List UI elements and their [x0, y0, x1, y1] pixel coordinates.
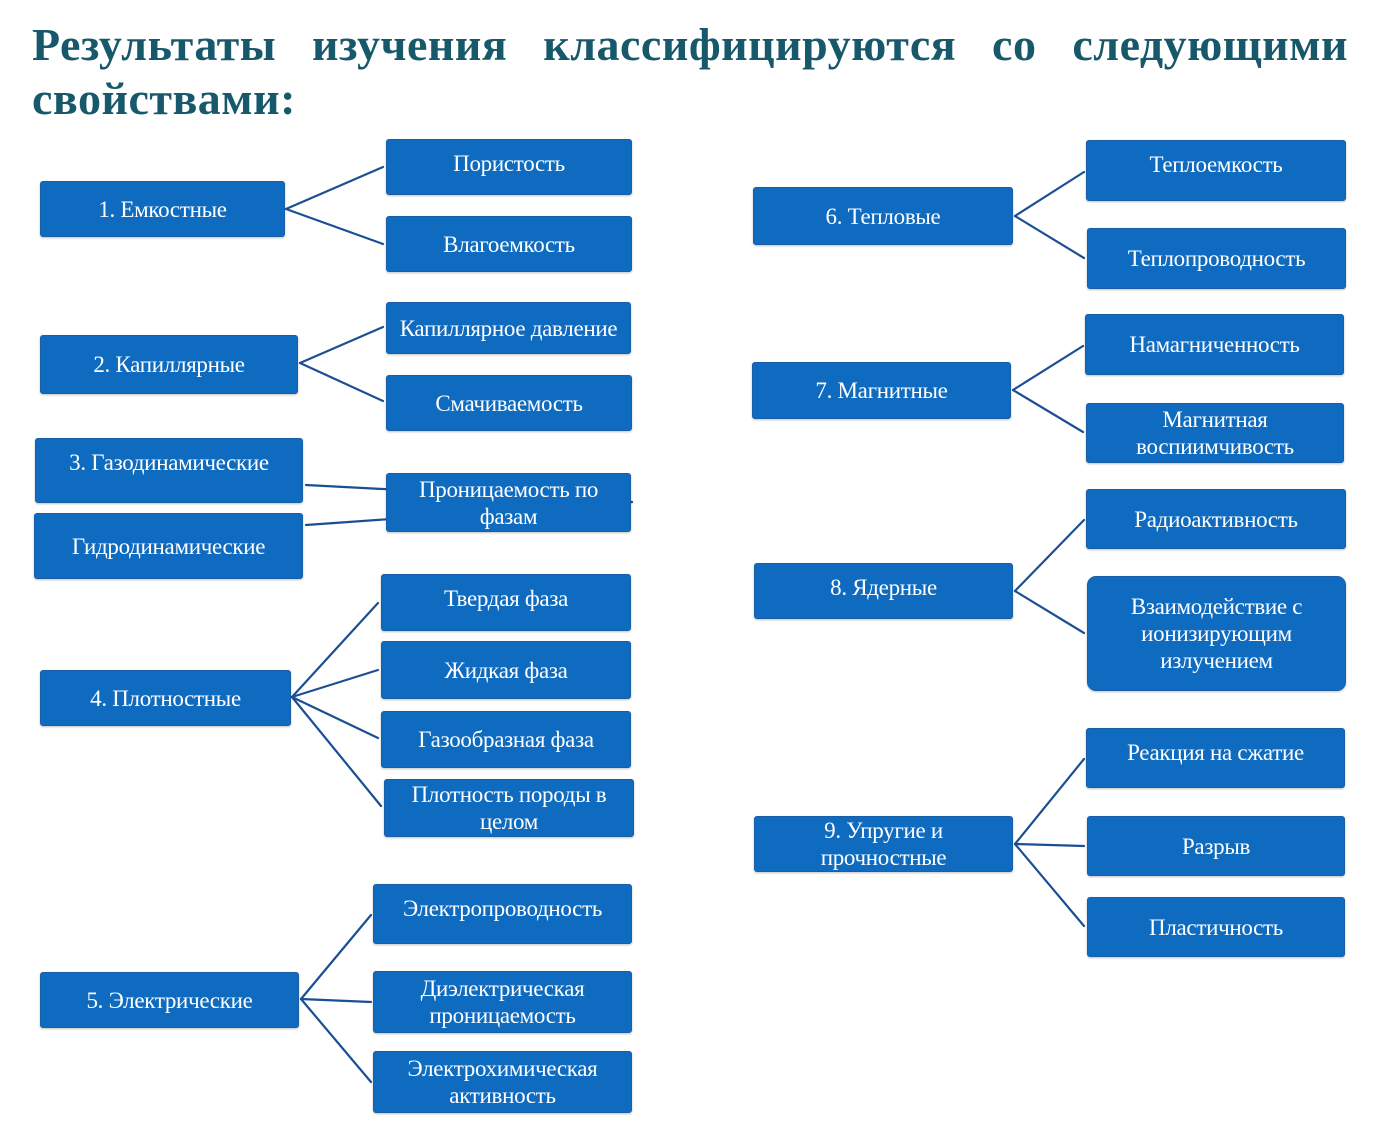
- connector-line: [1013, 842, 1086, 928]
- connector-line: [1013, 170, 1086, 218]
- connector-line: [299, 997, 373, 1084]
- connector-line: [1011, 388, 1085, 434]
- property-box: Смачиваемость: [386, 375, 632, 431]
- category-box-1: 1. Емкостные: [40, 181, 285, 237]
- property-box: Намагниченность: [1085, 314, 1344, 375]
- property-box: Проницаемость по фазам: [386, 473, 631, 532]
- connector-line: [1013, 757, 1086, 846]
- connector-line: [284, 165, 385, 211]
- category-box-8: 8. Ядерные: [754, 563, 1013, 619]
- property-box: Взаимодействие с ионизирующим излучением: [1087, 576, 1346, 691]
- slide-title: Результаты изучения классифицируются со …: [32, 19, 1348, 124]
- property-box: Пористость: [386, 139, 632, 195]
- category-box-2: 2. Капиллярные: [40, 335, 298, 394]
- connector-line: [298, 361, 385, 403]
- property-box: Твердая фаза: [381, 574, 631, 631]
- category-box-7: 7. Магнитные: [752, 362, 1011, 419]
- category-box-3: 3. Газодинамические: [35, 438, 303, 503]
- connector-line: [299, 913, 373, 1001]
- connector-line: [1013, 518, 1086, 593]
- property-box: Магнитная воспиимчивость: [1086, 403, 1344, 463]
- property-box: Реакция на сжатие: [1086, 728, 1345, 788]
- property-box: Газообразная фаза: [381, 711, 631, 768]
- connector-line: [1013, 842, 1086, 848]
- property-box: Электрохимическая активность: [373, 1051, 632, 1113]
- connector-line: [290, 601, 380, 699]
- category-box-4: 4. Плотностные: [40, 670, 291, 726]
- property-box: Диэлектрическая проницаемость: [373, 971, 632, 1033]
- connector-line: [290, 695, 380, 740]
- property-box: Жидкая фаза: [381, 641, 631, 699]
- property-box: Капиллярное давление: [386, 302, 631, 354]
- property-box: Теплоемкость: [1086, 140, 1346, 201]
- property-box: Плотность породы в целом: [384, 779, 634, 837]
- connector-line: [290, 695, 383, 808]
- connector-line: [1011, 344, 1085, 392]
- property-box: Разрыв: [1087, 816, 1345, 876]
- property-box: Теплопроводность: [1087, 228, 1346, 289]
- property-box: Влагоемкость: [386, 216, 632, 272]
- category-box-9: 9. Упругие и прочностные: [754, 816, 1013, 872]
- category-box-6: 6. Тепловые: [753, 187, 1013, 245]
- connector-line: [284, 207, 385, 246]
- property-box: Электропроводность: [373, 884, 632, 944]
- category-box-3b: Гидродинамические: [34, 513, 303, 579]
- connector-line: [1013, 214, 1086, 260]
- connector-line: [1013, 589, 1086, 635]
- connector-line: [299, 997, 373, 1004]
- connector-line: [290, 668, 380, 699]
- property-box: Пластичность: [1087, 897, 1345, 957]
- property-box: Радиоактивность: [1086, 489, 1346, 549]
- connector-line: [298, 325, 385, 365]
- category-box-5: 5. Электрические: [40, 972, 299, 1028]
